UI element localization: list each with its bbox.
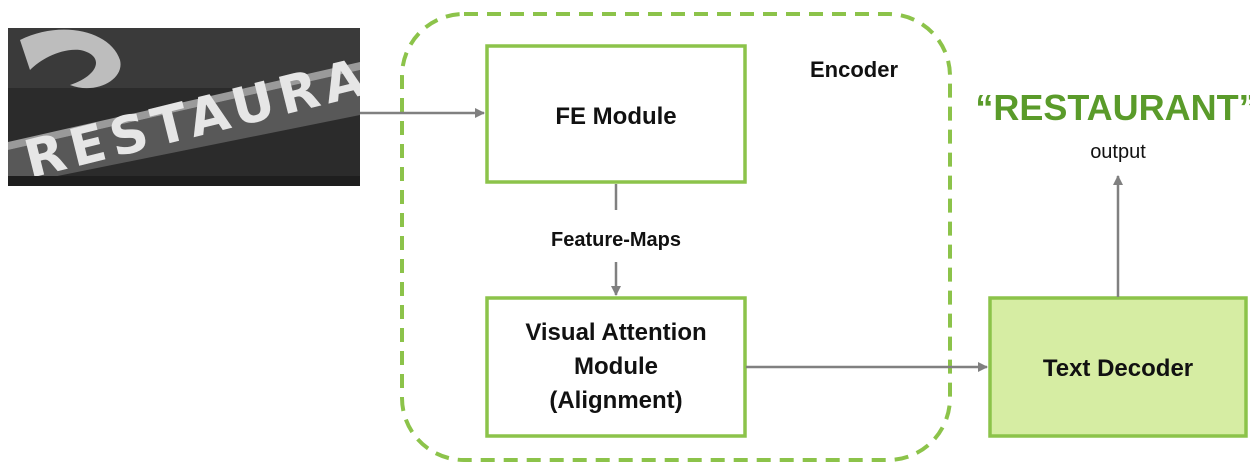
encoder-container (400, 12, 952, 462)
visual-attention-line3: (Alignment) (549, 387, 682, 414)
input-image: RESTAURANT (8, 28, 360, 186)
output-caption: output (1090, 141, 1146, 163)
visual-attention-line1: Visual Attention (525, 319, 706, 346)
visual-attention-line2: Module (574, 353, 658, 380)
sign-plate (8, 70, 360, 186)
fe-module-label: FE Module (555, 103, 676, 130)
feature-maps-label: Feature-Maps (551, 229, 681, 251)
text-decoder-box (988, 296, 1248, 438)
fe-module-box (485, 44, 747, 184)
encoder-label: Encoder (810, 57, 898, 82)
visual-attention-box (485, 296, 747, 438)
sign-ornament (20, 29, 121, 89)
text-decoder-label: Text Decoder (1043, 355, 1193, 382)
output-text: “RESTAURANT” (975, 87, 1250, 128)
